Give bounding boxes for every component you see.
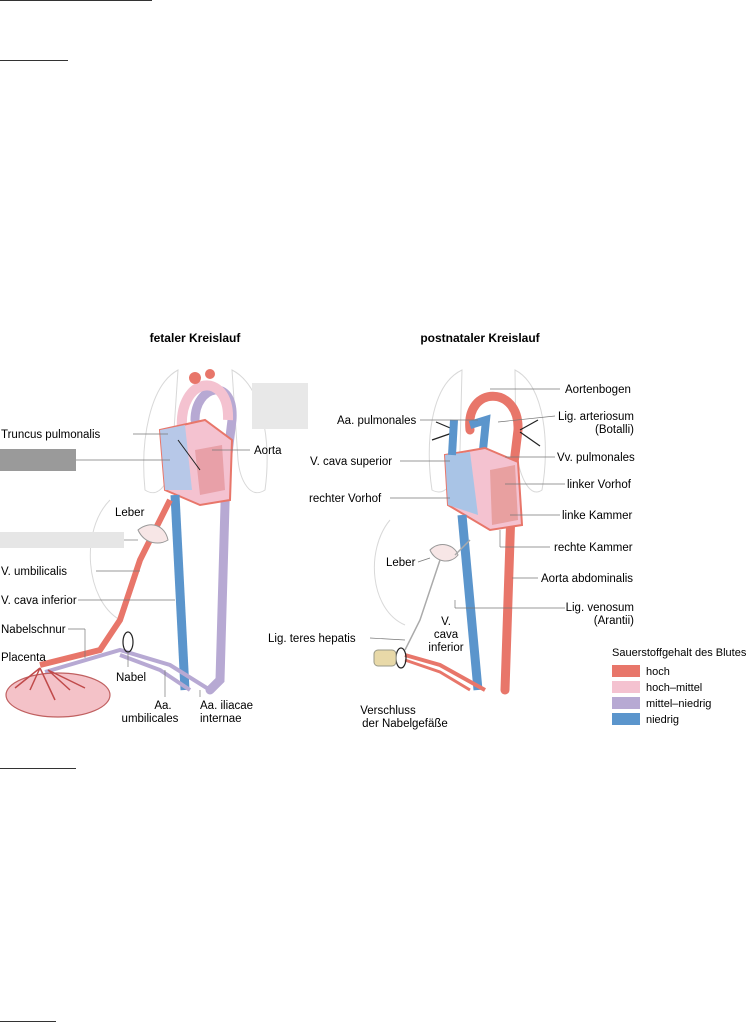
fetal-arrow	[177, 439, 201, 471]
post-truncus	[468, 414, 491, 461]
label-v-cava-inferior-fetal: V. cava inferior	[1, 595, 77, 607]
label-lig-arteriosum-2: (Botalli)	[595, 424, 634, 436]
label-aa-umbilicales-2: umbilicales	[122, 713, 179, 725]
post-verschluss-ring	[395, 647, 407, 669]
legend-title: Sauerstoffgehalt des Blutes	[612, 647, 747, 659]
fetal-lung-right	[231, 369, 268, 493]
label-leber-post: Leber	[386, 557, 416, 569]
label-vv-pulmonales: Vv. pulmonales	[557, 452, 635, 464]
post-v-cava-superior	[448, 419, 458, 456]
fetal-title: fetaler Kreislauf	[150, 331, 242, 345]
fetal-lower-outline	[89, 499, 121, 621]
fetal-vessel-knot	[189, 372, 201, 384]
fetal-circulation: fetaler Kreislauf	[0, 331, 308, 725]
legend-swatch-niedrig	[612, 713, 640, 725]
post-lig-teres	[404, 559, 441, 651]
legend-swatch-mittel-niedrig	[612, 697, 640, 709]
label-leber-fetal: Leber	[115, 507, 145, 519]
label-v-umbilicalis: V. umbilicalis	[1, 566, 67, 578]
label-aa-iliacae-2: internae	[200, 713, 242, 725]
legend-item: hoch	[612, 665, 670, 678]
fetal-inner-chamber	[195, 445, 225, 495]
fetal-nabel-ring	[122, 631, 134, 653]
top-rule	[0, 0, 152, 1]
label-aa-pulmonales: Aa. pulmonales	[337, 415, 417, 427]
redacted-label-2	[0, 449, 76, 471]
header-underline	[0, 60, 68, 61]
label-aorta: Aorta	[254, 445, 282, 457]
post-liver	[429, 544, 459, 562]
post-title: postnataler Kreislauf	[420, 331, 540, 345]
label-placenta: Placenta	[1, 652, 46, 664]
label-v-cava-3: inferior	[428, 642, 463, 654]
fetal-aa-umbilicales	[44, 647, 212, 692]
label-truncus-pulmonalis: Truncus pulmonalis	[1, 429, 101, 441]
legend-item: niedrig	[612, 713, 679, 726]
post-lower-outline	[373, 519, 406, 626]
label-v-cava-2: cava	[434, 629, 459, 641]
label-verschluss-2: der Nabelgefäße	[362, 718, 448, 730]
label-lig-teres-hepatis: Lig. teres hepatis	[268, 633, 356, 645]
post-v-cava-inferior	[457, 514, 483, 691]
fetal-liver	[137, 524, 169, 544]
post-verschluss-knot	[373, 649, 397, 667]
label-aa-umbilicales-1: Aa.	[154, 700, 171, 712]
label-nabelschnur: Nabelschnur	[1, 624, 66, 636]
legend-swatch-hoch	[612, 665, 640, 677]
postnatal-circulation: postnataler Kreislauf	[268, 331, 635, 730]
legend-item: mittel–niedrig	[612, 697, 711, 710]
label-lig-venosum-1: Lig. venosum	[566, 602, 634, 614]
label-linker-vorhof: linker Vorhof	[567, 479, 632, 491]
legend-label: niedrig	[646, 714, 679, 726]
label-verschluss-1: Verschluss	[360, 705, 416, 717]
fetal-vessel-knot-2	[205, 369, 215, 379]
fetal-leaders	[68, 433, 250, 697]
label-aorta-abdominalis: Aorta abdominalis	[541, 573, 633, 585]
fetal-placenta-vessels	[14, 667, 86, 701]
label-nabel: Nabel	[116, 672, 146, 684]
bottom-underline	[0, 1021, 56, 1022]
post-leaders	[369, 388, 565, 641]
redacted-label-3	[0, 532, 124, 548]
label-v-cava-1: V.	[441, 616, 451, 628]
post-right-heart	[445, 452, 478, 515]
label-aa-iliacae-1: Aa. iliacae	[200, 700, 253, 712]
section-underline	[0, 768, 76, 769]
label-lig-venosum-2: (Arantii)	[594, 615, 634, 627]
legend-label: mittel–niedrig	[646, 698, 711, 710]
fetal-aa-umbilicales-2	[119, 653, 192, 692]
label-rechter-vorhof: rechter Vorhof	[309, 493, 382, 505]
label-rechte-kammer: rechte Kammer	[554, 542, 633, 554]
legend-label: hoch–mittel	[646, 682, 702, 694]
fetal-arch-pink	[176, 380, 234, 431]
post-aorta	[465, 391, 523, 695]
label-v-cava-superior: V. cava superior	[310, 456, 392, 468]
post-lower-vessels-2	[404, 658, 471, 692]
legend-swatch-hoch-mittel	[612, 681, 640, 693]
legend-item: hoch–mittel	[612, 681, 702, 694]
fetal-right-heart	[160, 425, 192, 490]
post-left-heart	[490, 465, 518, 525]
legend-label: hoch	[646, 666, 670, 678]
label-lig-arteriosum-1: Lig. arteriosum	[558, 411, 634, 423]
legend: Sauerstoffgehalt des Blutes hoch hoch–mi…	[612, 647, 747, 726]
post-lig-venosum	[454, 539, 471, 556]
fetal-v-cava-inferior	[170, 494, 190, 691]
label-linke-kammer: linke Kammer	[562, 510, 632, 522]
label-aortenbogen: Aortenbogen	[565, 384, 631, 396]
post-lower-vessels	[404, 653, 486, 692]
redacted-label-1	[252, 383, 308, 429]
